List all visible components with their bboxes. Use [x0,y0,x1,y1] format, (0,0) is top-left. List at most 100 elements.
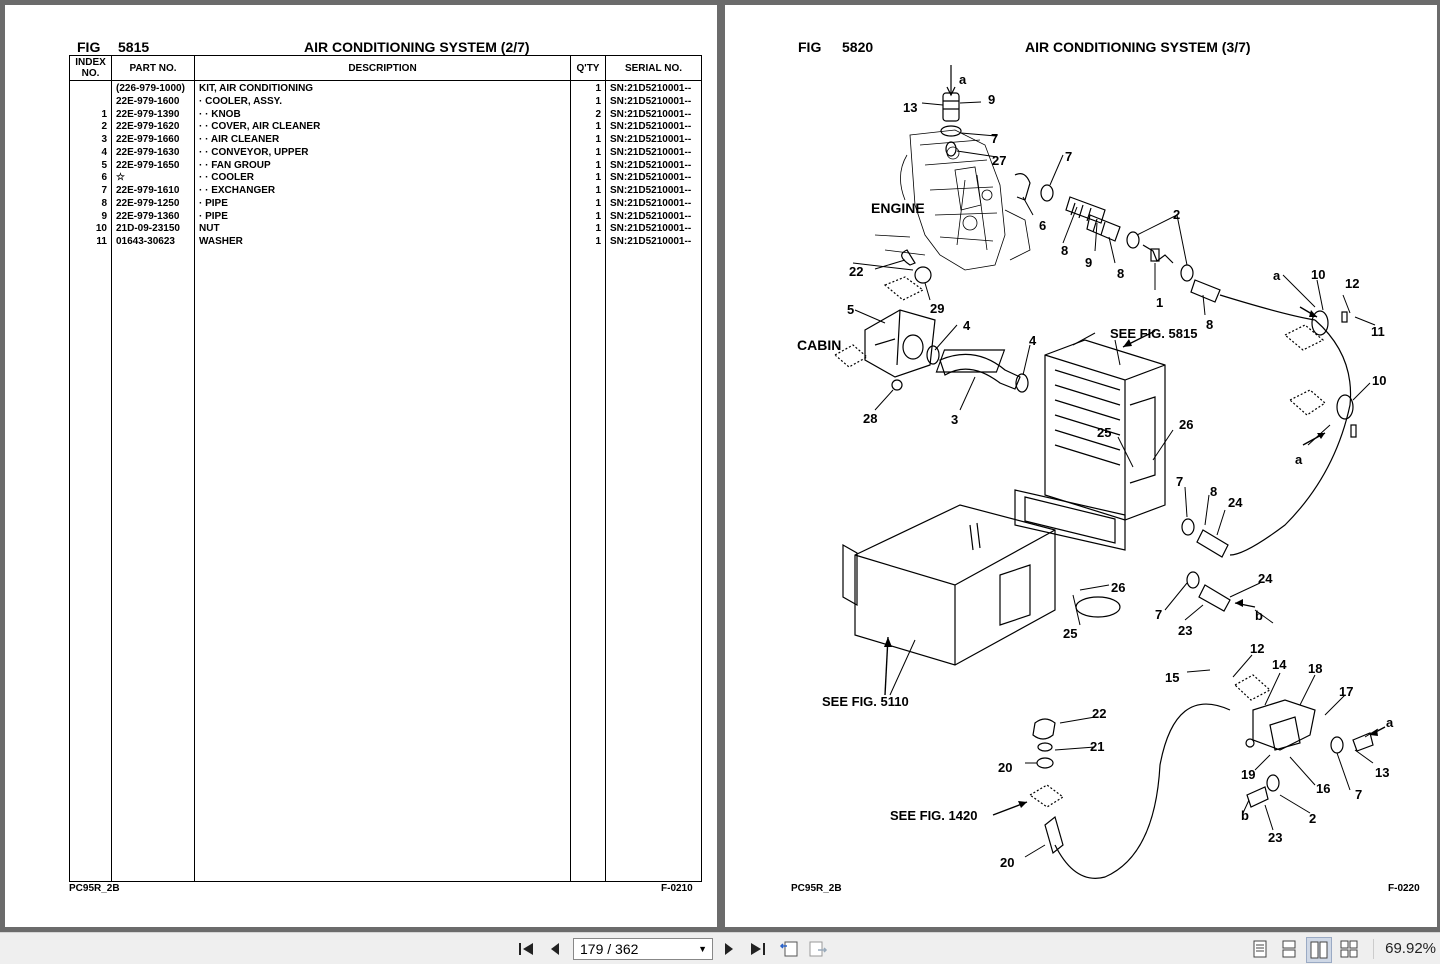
callout-label: 19 [1241,767,1255,782]
callout-label: 6 [1039,218,1046,233]
label-cabin: CABIN [797,337,841,353]
serial-no-cell: SN:21D5210001-- [605,95,702,109]
index-cell: 7 [69,185,112,198]
qty-cell: 1 [570,146,606,160]
table-header-row: INDEX NO. PART NO. DESCRIPTION Q'TY SERI… [69,55,702,81]
first-page-icon[interactable] [514,937,538,961]
callout-label: a [1273,268,1281,283]
callout-label: 4 [1029,333,1037,348]
qty-cell: 1 [570,185,606,198]
index-cell: 8 [69,197,112,211]
qty-cell: 2 [570,108,606,122]
description-cell: · COOLER, ASSY. [194,95,571,109]
left-fig-number: 5815 [118,39,150,55]
callout-label: 8 [1061,243,1068,258]
part-no-cell: 22E-979-1650 [111,159,195,173]
reference-arrows [884,306,1386,816]
qty-cell: 1 [570,223,606,236]
housing-box [842,504,1121,666]
serial-no-cell: SN:21D5210001-- [605,197,702,211]
facing-view-icon[interactable] [1306,937,1332,963]
continuous-view-icon[interactable] [1277,937,1301,961]
col-header-index: INDEX NO. [69,55,112,81]
serial-no-cell: SN:21D5210001-- [605,172,702,185]
callout-label: 20 [1000,855,1014,870]
col-header-serial-no: SERIAL NO. [605,55,702,81]
empty-cell [570,248,606,882]
description-cell: · · KNOB [194,108,571,122]
callout-label: 25 [1097,425,1111,440]
index-cell: 11 [69,236,112,249]
callout-label: 16 [1316,781,1330,796]
callout-label: 14 [1272,657,1287,672]
label-see-fig-5815: SEE FIG. 5815 [1110,326,1197,341]
index-cell: 6 [69,172,112,185]
description-cell: WASHER [194,236,571,249]
part-no-cell: (226-979-1000) [111,80,195,96]
prev-page-icon[interactable] [543,937,567,961]
col-header-description: DESCRIPTION [194,55,571,81]
empty-cell [69,248,112,882]
callout-labels: a 9 13 7 27 7 6 8 9 2 8 1 8 22 29 5 4 4 … [847,72,1394,870]
callout-label: 10 [1372,373,1386,388]
col-header-part-no: PART NO. [111,55,195,81]
empty-cell [194,248,571,882]
continuous-facing-view-icon[interactable] [1337,937,1361,961]
hose-assembly [1181,310,1357,612]
index-cell: 9 [69,210,112,224]
label-see-fig-1420: SEE FIG. 1420 [890,808,977,823]
serial-no-cell: SN:21D5210001-- [605,108,702,122]
part-no-cell: 21D-09-23150 [111,223,195,236]
zoom-level[interactable]: 69.92% [1385,940,1436,957]
part-no-cell: 01643-30623 [111,236,195,249]
callout-label: 27 [992,153,1006,168]
callout-label: 24 [1228,495,1243,510]
serial-no-cell: SN:21D5210001-- [605,159,702,173]
chevron-down-icon: ▼ [698,944,707,954]
callout-label: 7 [1065,149,1072,164]
callout-label: 5 [847,302,854,317]
part-no-cell: 22E-979-1620 [111,121,195,134]
callout-label: b [1241,808,1249,823]
description-cell: · · FAN GROUP [194,159,571,173]
qty-cell: 1 [570,95,606,109]
go-forward-icon[interactable] [806,937,830,961]
callout-label: 4 [963,318,971,333]
callout-label: 23 [1268,830,1282,845]
callout-label: b [1255,608,1263,623]
last-page-icon[interactable] [746,937,770,961]
index-cell: 10 [69,223,112,236]
left-fig-label: FIG [77,39,101,55]
callout-label: a [1295,452,1303,467]
part-no-cell: 22E-979-1600 [111,95,195,109]
leader-lines [852,101,1379,858]
right-footer-page: F-0220 [1388,883,1420,894]
next-page-icon[interactable] [717,937,741,961]
page-number-select[interactable]: 179 / 362 ▼ [573,938,713,960]
callout-label: 8 [1117,266,1124,281]
part-no-cell: ☆ [111,172,195,185]
index-cell: 4 [69,146,112,160]
callout-label: 10 [1311,267,1325,282]
go-back-icon[interactable] [777,937,801,961]
right-page: FIG 5820 AIR CONDITIONING SYSTEM (3/7) [725,5,1437,927]
qty-cell: 1 [570,159,606,173]
bracket-assembly [1028,674,1374,879]
part-no-cell: 22E-979-1390 [111,108,195,122]
callout-label: 17 [1339,684,1353,699]
callout-label: 12 [1345,276,1359,291]
part-no-cell: 22E-979-1360 [111,210,195,224]
pipe-assembly [1014,173,1316,321]
callout-label: 22 [1092,706,1106,721]
left-fig-title: AIR CONDITIONING SYSTEM (2/7) [304,39,530,55]
label-see-fig-5110: SEE FIG. 5110 [822,694,909,709]
single-page-view-icon[interactable] [1248,937,1272,961]
